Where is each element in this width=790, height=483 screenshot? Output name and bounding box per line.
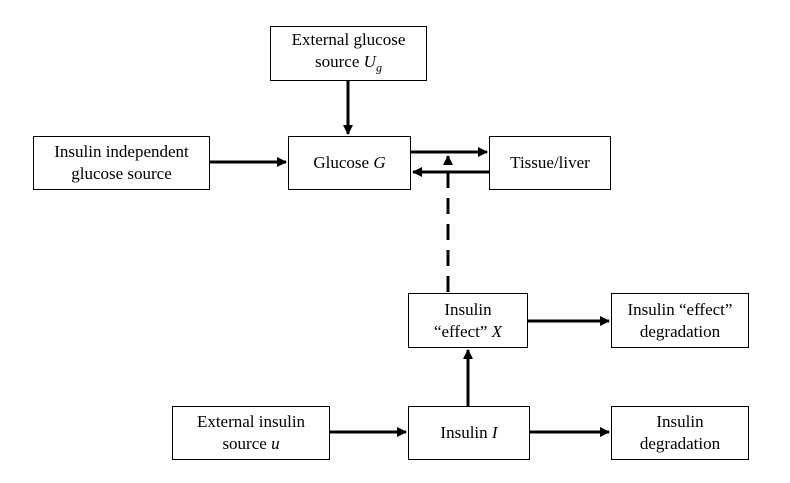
insulin-independent-line2: glucose source — [71, 164, 172, 183]
insulin-degradation-line1: Insulin — [656, 412, 704, 431]
external-glucose-source-box: External glucose source Ug — [270, 26, 427, 81]
external-insulin-var: u — [271, 434, 280, 453]
insulin-effect-line2: “effect” — [433, 321, 492, 341]
insulin-box: Insulin I — [408, 406, 530, 460]
insulin-effect-degradation-box: Insulin “effect” degradation — [611, 293, 749, 348]
external-glucose-sub: g — [375, 60, 382, 75]
insulin-degradation-box: Insulin degradation — [611, 406, 749, 460]
insulin-independent-glucose-source-box: Insulin independent glucose source — [33, 136, 210, 190]
tissue-liver-box: Tissue/liver — [489, 136, 611, 190]
insulin-effect-degradation-line2: degradation — [639, 321, 721, 341]
external-glucose-var: U — [363, 51, 376, 71]
external-glucose-line1: External glucose — [291, 29, 406, 49]
insulin-effect-degradation-line1: Insulin “effect” — [627, 299, 733, 319]
insulin-independent-line1: Insulin independent — [54, 142, 189, 161]
glucose-var: G — [373, 153, 386, 172]
external-insulin-line2: source — [222, 434, 272, 453]
glucose-label: Glucose — [313, 153, 374, 172]
insulin-label: Insulin — [440, 423, 492, 442]
external-glucose-line2: source — [315, 51, 364, 71]
tissue-liver-label: Tissue/liver — [510, 153, 590, 172]
insulin-effect-var: X — [491, 321, 503, 341]
insulin-effect-line1: Insulin — [444, 299, 492, 319]
insulin-effect-box: Insulin “effect” X — [408, 293, 528, 348]
external-insulin-line1: External insulin — [196, 412, 306, 431]
glucose-box: Glucose G — [288, 136, 411, 190]
insulin-degradation-line2: degradation — [639, 434, 721, 453]
external-insulin-source-box: External insulin source u — [172, 406, 330, 460]
insulin-var: I — [491, 423, 498, 442]
